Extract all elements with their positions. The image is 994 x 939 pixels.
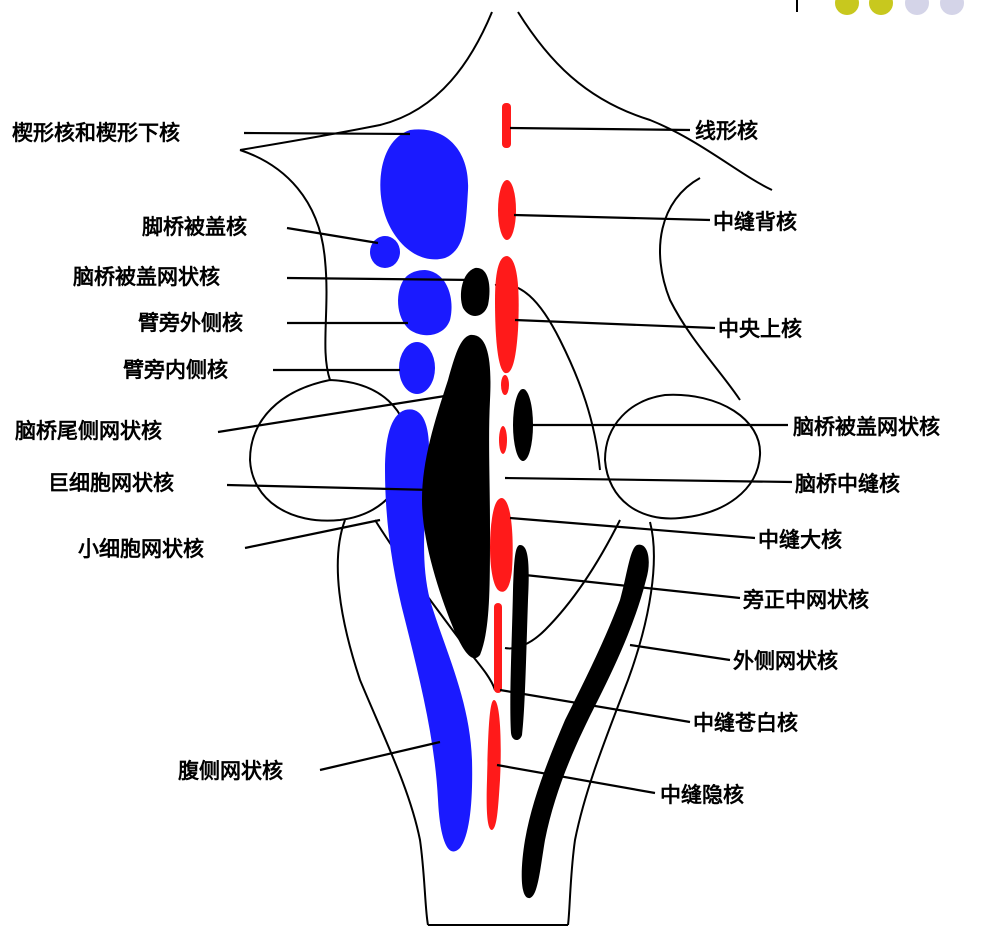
corner-dot-2 xyxy=(869,0,893,15)
midbrain-right-edge xyxy=(518,12,772,190)
label-lateral-parabrachial: 臂旁外侧核 xyxy=(138,311,243,335)
left-upper-contour xyxy=(240,150,330,380)
label-raphe-magnus: 中缝大核 xyxy=(758,528,842,552)
leader-parvocellular xyxy=(245,520,380,548)
label-gigantocellular: 巨细胞网状核 xyxy=(48,471,174,495)
corner-dot-3 xyxy=(905,0,929,15)
leader-cuneiform xyxy=(244,133,410,134)
label-pontine-raphe: 脑桥中缝核 xyxy=(795,472,900,496)
pedunculopontine-nucleus xyxy=(370,236,400,268)
pontine-raphe-nucleus xyxy=(499,426,507,454)
label-ventral-reticular: 腹侧网状核 xyxy=(178,759,283,783)
label-pedunculopontine: 脚桥被盖核 xyxy=(142,215,247,239)
central-superior-nucleus xyxy=(495,256,519,373)
dorsal-raphe-nucleus xyxy=(498,180,516,240)
label-caudal-pontine: 脑桥尾侧网状核 xyxy=(15,419,162,443)
leader-pedunculopontine xyxy=(287,228,378,243)
leader-pontine-tegmental-left xyxy=(287,278,475,280)
label-lateral-reticular: 外侧网状核 xyxy=(733,649,838,673)
right-peduncle-oval xyxy=(605,395,760,519)
label-pontine-tegmental-right: 脑桥被盖网状核 xyxy=(793,415,940,439)
corner-dot-4 xyxy=(940,0,964,15)
leader-pontine-raphe xyxy=(505,478,792,482)
midbrain-left-edge xyxy=(240,12,492,150)
medial-parabrachial-nucleus xyxy=(399,342,435,394)
corner-dot-1 xyxy=(835,0,859,15)
leader-lateral-reticular xyxy=(630,645,730,660)
leader-dorsal-raphe xyxy=(514,215,710,220)
pontine-raphe-nucleus-upper xyxy=(501,375,509,395)
leader-raphe-obscurus xyxy=(497,765,655,793)
label-raphe-pallidus: 中缝苍白核 xyxy=(693,711,798,735)
pontine-tegmental-reticular-nucleus-left xyxy=(461,268,490,316)
raphe-pallidus-nucleus xyxy=(494,603,502,693)
lateral-reticular-nucleus xyxy=(522,545,649,898)
label-central-superior: 中央上核 xyxy=(718,317,802,341)
label-medial-parabrachial: 臂旁内侧核 xyxy=(123,358,228,382)
leader-ventral-reticular xyxy=(320,742,440,770)
left-labels: 楔形核和楔形下核 脚桥被盖核 脑桥被盖网状核 臂旁外侧核 臂旁内侧核 脑桥尾侧网… xyxy=(12,121,283,783)
leader-raphe-magnus xyxy=(510,518,755,538)
left-peduncle-oval xyxy=(250,380,408,521)
label-raphe-obscurus: 中缝隐核 xyxy=(660,783,744,807)
label-dorsal-raphe: 中缝背核 xyxy=(713,210,797,234)
label-cuneiform: 楔形核和楔形下核 xyxy=(12,121,180,145)
label-parvocellular: 小细胞网状核 xyxy=(78,537,204,561)
leader-linear xyxy=(510,128,690,130)
label-paramedian: 旁正中网状核 xyxy=(742,588,869,612)
corner-decoration xyxy=(797,0,964,15)
right-labels: 线形核 中缝背核 中央上核 脑桥被盖网状核 脑桥中缝核 中缝大核 旁正中网状核 … xyxy=(660,119,940,807)
raphe-magnus-nucleus xyxy=(490,498,513,592)
linear-nucleus xyxy=(502,103,511,148)
leader-central-superior xyxy=(515,320,715,328)
label-pontine-tegmental-left: 脑桥被盖网状核 xyxy=(73,265,220,289)
label-linear: 线形核 xyxy=(695,119,758,143)
